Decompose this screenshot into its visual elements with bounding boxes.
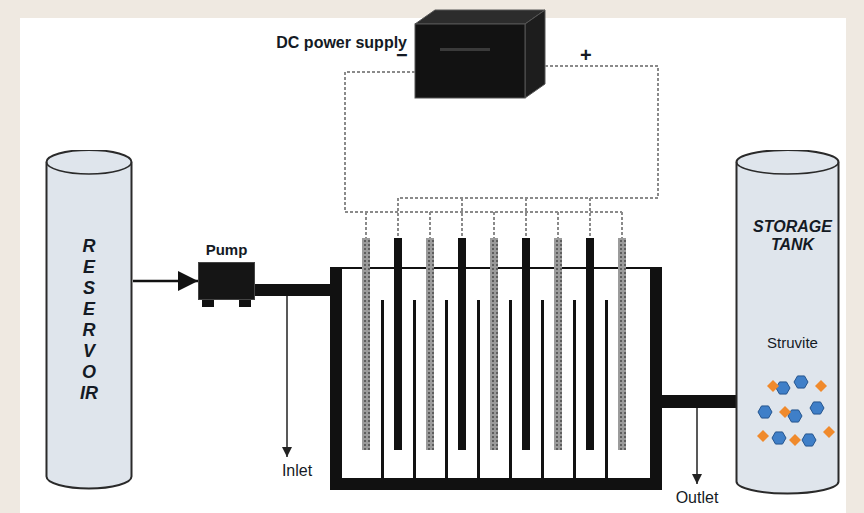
cylinder-body <box>737 150 839 494</box>
outlet-leader <box>696 408 698 484</box>
struvite-crystal <box>815 380 827 392</box>
cylinder-body <box>47 150 132 488</box>
flow-label: Outlet <box>676 489 719 507</box>
wire-drop <box>461 198 463 238</box>
outlet-pipe <box>661 395 737 408</box>
partition <box>381 300 384 478</box>
partition <box>477 300 480 478</box>
node-title: Pump <box>206 241 248 258</box>
wire-drop <box>493 212 495 238</box>
cathode <box>586 238 594 450</box>
electrodes <box>362 238 626 450</box>
struvite-crystals <box>757 376 835 446</box>
anode <box>362 238 370 450</box>
node-title: RESERVOIR <box>80 236 98 404</box>
anode <box>554 238 562 450</box>
struvite-crystal <box>779 406 791 418</box>
anode <box>618 238 626 450</box>
pump-box: Pump <box>198 262 255 300</box>
supply-plate <box>440 48 490 51</box>
cathode <box>394 238 402 450</box>
node-label: Struvite <box>735 334 850 351</box>
positive-wire <box>398 66 658 198</box>
polarity-sign: + <box>580 44 592 67</box>
partition <box>413 300 416 478</box>
struvite-crystal <box>772 432 786 444</box>
wires <box>345 66 658 238</box>
struvite-crystal <box>767 380 779 392</box>
struvite-crystal <box>758 406 772 418</box>
wire-drop <box>621 212 623 238</box>
partition <box>509 300 512 478</box>
wire-drop <box>365 212 367 238</box>
flow-arrow <box>133 280 198 283</box>
wire-drop <box>525 198 527 238</box>
cell-floor <box>330 478 662 490</box>
cylinder-outline <box>735 150 850 495</box>
cell-wall <box>330 268 342 490</box>
anode <box>490 238 498 450</box>
cylinder-rim <box>737 162 839 174</box>
node-title: STORAGE TANK <box>749 218 837 254</box>
panel-ground <box>20 18 846 513</box>
wire-drop <box>397 198 399 238</box>
node-title: DC power supply <box>276 34 407 52</box>
struvite-crystal <box>776 382 790 394</box>
storage-tank: STORAGE TANK Struvite <box>735 150 850 495</box>
flow-label: Inlet <box>282 462 312 480</box>
supply-side <box>525 10 545 98</box>
struvite-crystal <box>823 426 835 438</box>
struvite-crystal <box>810 402 824 414</box>
wire-drop <box>557 212 559 238</box>
wire-drop <box>589 198 591 238</box>
supply-top <box>415 10 545 24</box>
power-supply: DC power supply <box>415 10 545 98</box>
partition <box>541 300 544 478</box>
cylinder-rim <box>47 162 132 174</box>
reservoir-tank: RESERVOIR <box>45 150 133 490</box>
partition <box>605 300 608 478</box>
partition <box>573 300 576 478</box>
inlet-leader <box>286 296 288 457</box>
partition <box>445 300 448 478</box>
wire-drop <box>429 212 431 238</box>
anode <box>426 238 434 450</box>
polarity-sign: − <box>396 44 408 67</box>
struvite-crystal <box>802 434 816 446</box>
pump-foot <box>202 300 214 307</box>
struvite-crystal <box>789 434 801 446</box>
inlet-pipe <box>255 284 331 296</box>
negative-wire <box>345 72 622 212</box>
pump-foot <box>239 300 251 307</box>
cathode <box>522 238 530 450</box>
cell-wall <box>650 268 662 490</box>
cathode <box>458 238 466 450</box>
struvite-crystal <box>757 430 769 442</box>
supply-front <box>415 24 525 98</box>
struvite-crystal <box>794 376 808 388</box>
